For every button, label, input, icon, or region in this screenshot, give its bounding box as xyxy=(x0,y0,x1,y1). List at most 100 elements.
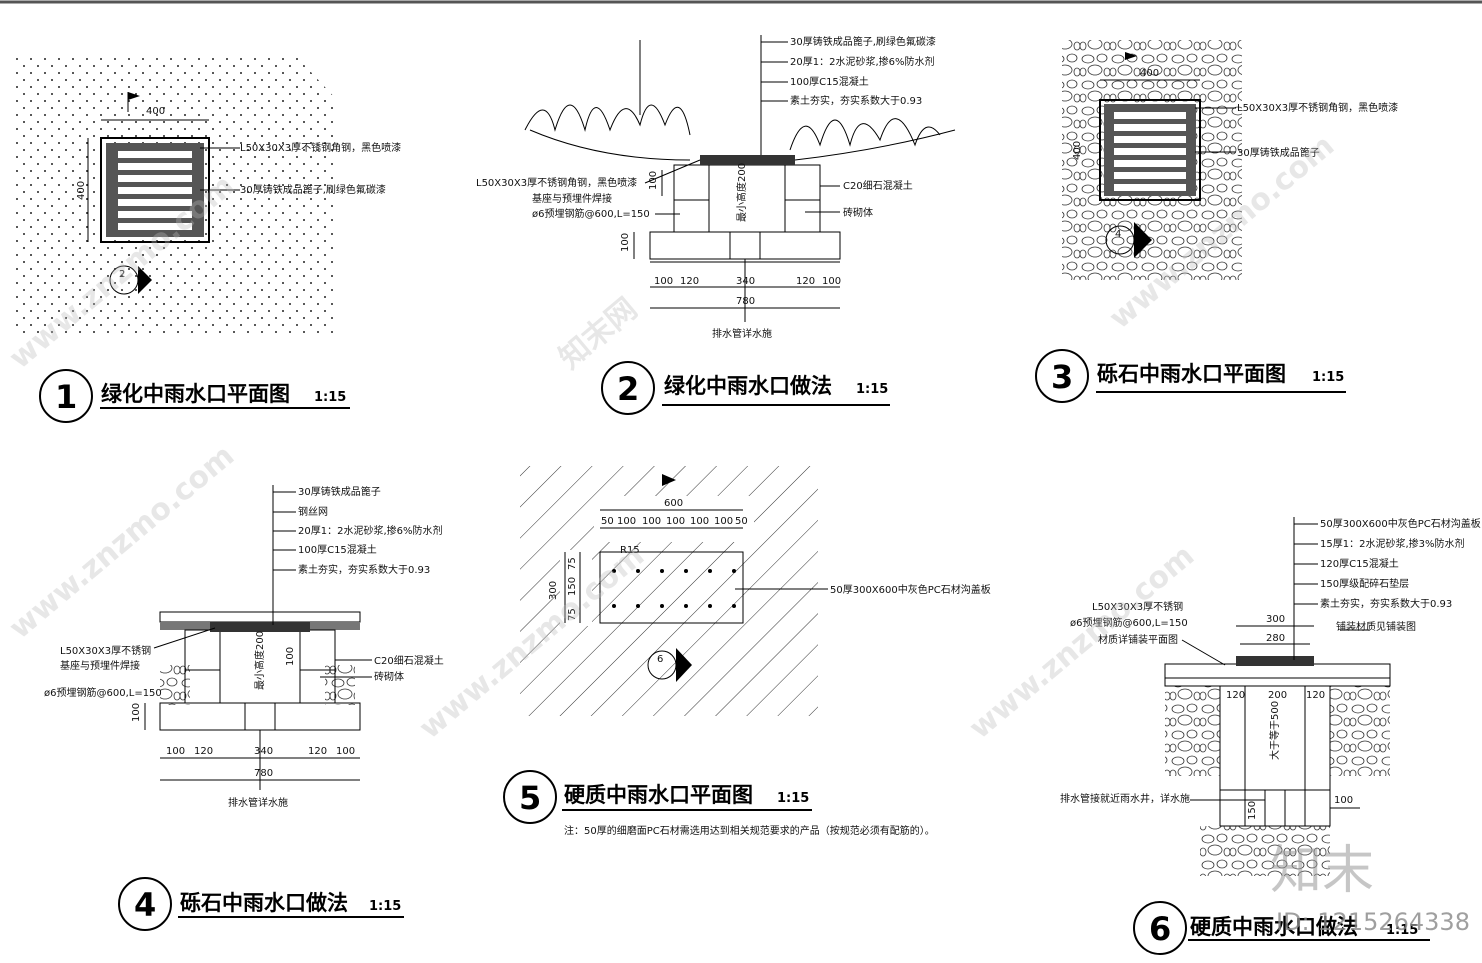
svg-text:素土夯实，夯实系数大于0.93: 素土夯实，夯实系数大于0.93 xyxy=(790,94,922,107)
svg-text:340: 340 xyxy=(254,746,273,757)
svg-text:100厚C15混凝土: 100厚C15混凝土 xyxy=(790,75,869,88)
svg-text:R15: R15 xyxy=(620,545,640,556)
svg-text:绿化中雨水口做法: 绿化中雨水口做法 xyxy=(664,374,832,398)
svg-text:1:15: 1:15 xyxy=(369,899,401,914)
svg-text:www.znzmo.com: www.znzmo.com xyxy=(3,438,241,646)
svg-text:30厚铸铁成品篦子: 30厚铸铁成品篦子 xyxy=(298,485,381,498)
svg-text:素土夯实，夯实系数大于0.93: 素土夯实，夯实系数大于0.93 xyxy=(1320,597,1452,610)
svg-text:400: 400 xyxy=(1140,68,1159,79)
svg-text:75: 75 xyxy=(567,608,578,621)
svg-text:基座与预埋件焊接: 基座与预埋件焊接 xyxy=(532,192,612,205)
svg-text:铺装材质见铺装图: 铺装材质见铺装图 xyxy=(1336,620,1416,633)
panel-5-plan: 600 50 100 100 100 100 100 50 300 75 150… xyxy=(520,466,991,716)
svg-text:200: 200 xyxy=(1268,690,1287,701)
svg-text:340: 340 xyxy=(736,276,755,287)
svg-text:20厚1：2水泥砂浆,掺6%防水剂: 20厚1：2水泥砂浆,掺6%防水剂 xyxy=(790,55,935,68)
svg-text:120: 120 xyxy=(680,276,699,287)
svg-text:100: 100 xyxy=(285,647,296,666)
panel-2-section: 30厚铸铁成品篦子,刷绿色氟碳漆 20厚1：2水泥砂浆,掺6%防水剂 100厚C… xyxy=(476,35,956,340)
svg-text:100: 100 xyxy=(822,276,841,287)
svg-text:硬质中雨水口平面图: 硬质中雨水口平面图 xyxy=(564,783,753,807)
svg-text:L50X30X3厚不锈钢角钢，黑色喷漆: L50X30X3厚不锈钢角钢，黑色喷漆 xyxy=(1237,101,1398,114)
title-1: 1 绿化中雨水口平面图 1:15 xyxy=(39,369,350,423)
svg-text:300: 300 xyxy=(548,581,559,600)
svg-text:4: 4 xyxy=(1115,229,1121,240)
title-5: 5 硬质中雨水口平面图 1:15 注：50厚的细磨面PC石材需选用达到相关规范要… xyxy=(503,770,935,837)
svg-text:1: 1 xyxy=(55,378,77,416)
title-2: 2 绿化中雨水口做法 1:15 xyxy=(601,361,890,415)
svg-text:砾石中雨水口平面图: 砾石中雨水口平面图 xyxy=(1097,362,1286,386)
svg-text:L50X30X3厚不锈钢: L50X30X3厚不锈钢 xyxy=(60,644,151,657)
svg-text:100: 100 xyxy=(166,746,185,757)
svg-text:150: 150 xyxy=(567,577,578,596)
svg-text:100: 100 xyxy=(654,276,673,287)
svg-text:L50X30X3厚不锈钢: L50X30X3厚不锈钢 xyxy=(1092,600,1183,613)
title-4: 4 砾石中雨水口做法 1:15 xyxy=(118,877,404,931)
svg-text:50: 50 xyxy=(601,516,614,527)
svg-text:100: 100 xyxy=(642,516,661,527)
svg-text:知末网: 知末网 xyxy=(553,291,644,376)
svg-text:300: 300 xyxy=(1266,614,1285,625)
svg-text:2: 2 xyxy=(119,269,125,280)
svg-text:6: 6 xyxy=(1149,910,1171,948)
panel-4-section: 最小高度200 30厚铸铁成品篦子 钢丝网 20厚1：2水泥砂浆,掺6%防水剂 … xyxy=(44,485,444,809)
svg-text:L50X30X3厚不锈钢角钢，黑色喷漆: L50X30X3厚不锈钢角钢，黑色喷漆 xyxy=(240,141,401,154)
svg-text:120: 120 xyxy=(308,746,327,757)
svg-text:400: 400 xyxy=(146,106,165,117)
svg-text:30厚铸铁成品篦子,刷绿色氟碳漆: 30厚铸铁成品篦子,刷绿色氟碳漆 xyxy=(240,183,386,196)
svg-text:大于等于500: 大于等于500 xyxy=(1268,701,1281,760)
svg-text:最小高度200: 最小高度200 xyxy=(253,631,266,690)
svg-text:砾石中雨水口做法: 砾石中雨水口做法 xyxy=(180,891,348,915)
svg-text:120: 120 xyxy=(1306,690,1325,701)
svg-text:2: 2 xyxy=(617,370,639,408)
svg-text:1:15: 1:15 xyxy=(1312,370,1344,385)
svg-text:50厚300X600中灰色PC石材沟盖板: 50厚300X600中灰色PC石材沟盖板 xyxy=(1320,517,1481,530)
svg-text:1:15: 1:15 xyxy=(314,390,346,405)
title-6: 6 硬质中雨水口做法 1:15 xyxy=(1133,901,1430,955)
svg-text:120: 120 xyxy=(796,276,815,287)
svg-text:3: 3 xyxy=(1051,358,1073,396)
svg-text:1:15: 1:15 xyxy=(1386,923,1418,938)
svg-text:100: 100 xyxy=(666,516,685,527)
panel-3-plan: 400 400 L50X30X3厚不锈钢角钢，黑色喷漆 30厚铸铁成品篦子 4 xyxy=(1062,40,1398,280)
svg-text:5: 5 xyxy=(519,779,541,817)
svg-text:排水管接就近雨水井，详水施: 排水管接就近雨水井，详水施 xyxy=(1060,792,1190,805)
svg-text:砖砌体: 砖砌体 xyxy=(374,670,404,683)
svg-text:钢丝网: 钢丝网 xyxy=(298,505,328,518)
svg-text:100: 100 xyxy=(690,516,709,527)
svg-text:L50X30X3厚不锈钢角钢，黑色喷漆: L50X30X3厚不锈钢角钢，黑色喷漆 xyxy=(476,176,637,189)
svg-text:ø6预埋钢筋@600,L=150: ø6预埋钢筋@600,L=150 xyxy=(44,686,162,699)
svg-text:硬质中雨水口做法: 硬质中雨水口做法 xyxy=(1190,915,1358,939)
svg-text:400: 400 xyxy=(76,181,87,200)
svg-text:1:15: 1:15 xyxy=(777,791,809,806)
svg-text:绿化中雨水口平面图: 绿化中雨水口平面图 xyxy=(101,382,290,406)
svg-text:素土夯实，夯实系数大于0.93: 素土夯实，夯实系数大于0.93 xyxy=(298,563,430,576)
svg-text:最小高度200: 最小高度200 xyxy=(735,163,748,222)
svg-text:280: 280 xyxy=(1266,633,1285,644)
svg-text:780: 780 xyxy=(254,768,273,779)
svg-text:注：50厚的细磨面PC石材需选用达到相关规范要求的产品（按规: 注：50厚的细磨面PC石材需选用达到相关规范要求的产品（按规范必须有配筋的）。 xyxy=(564,824,935,837)
svg-text:30厚铸铁成品篦子: 30厚铸铁成品篦子 xyxy=(1237,146,1320,159)
svg-text:1:15: 1:15 xyxy=(856,382,888,397)
svg-text:排水管详水施: 排水管详水施 xyxy=(712,327,772,340)
svg-text:120: 120 xyxy=(1226,690,1245,701)
svg-text:100: 100 xyxy=(620,233,631,252)
svg-text:600: 600 xyxy=(664,498,683,509)
svg-text:50厚300X600中灰色PC石材沟盖板: 50厚300X600中灰色PC石材沟盖板 xyxy=(830,583,991,596)
svg-text:120: 120 xyxy=(194,746,213,757)
svg-text:150厚级配碎石垫层: 150厚级配碎石垫层 xyxy=(1320,577,1409,590)
svg-text:知末: 知末 xyxy=(1270,841,1374,901)
svg-text:4: 4 xyxy=(134,886,156,924)
panel-6-section: 大于等于500 50厚300X600中灰色PC石材沟盖板 15厚1：2水泥砂浆,… xyxy=(1060,517,1481,876)
svg-text:排水管详水施: 排水管详水施 xyxy=(228,796,288,809)
title-3: 3 砾石中雨水口平面图 1:15 xyxy=(1035,349,1346,403)
panel-1-plan: 400 400 L50X30X3厚不锈钢角钢，黑色喷漆 30厚铸铁成品篦子,刷绿… xyxy=(14,55,401,336)
svg-text:100: 100 xyxy=(131,703,142,722)
svg-text:150: 150 xyxy=(1247,801,1258,820)
svg-text:基座与预埋件焊接: 基座与预埋件焊接 xyxy=(60,659,140,672)
svg-text:C20细石混凝土: C20细石混凝土 xyxy=(843,179,913,192)
svg-text:6: 6 xyxy=(657,654,663,665)
svg-text:30厚铸铁成品篦子,刷绿色氟碳漆: 30厚铸铁成品篦子,刷绿色氟碳漆 xyxy=(790,35,936,48)
svg-text:C20细石混凝土: C20细石混凝土 xyxy=(374,654,444,667)
